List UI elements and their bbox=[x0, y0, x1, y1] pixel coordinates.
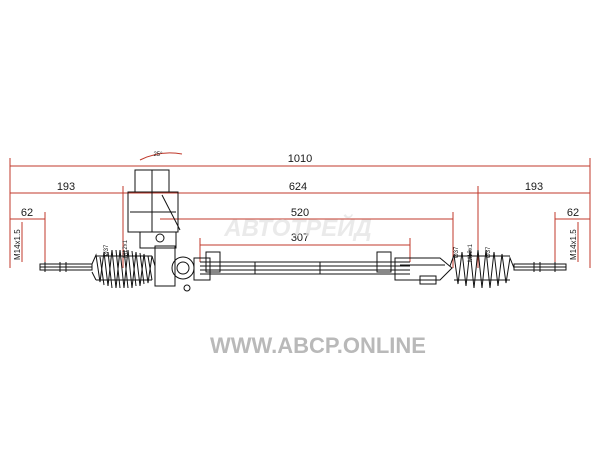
right-boot bbox=[449, 249, 515, 289]
dim-left-offset: 193 bbox=[57, 181, 75, 193]
main-tube bbox=[200, 251, 453, 285]
thread-left-label: M14x1.5 bbox=[13, 229, 22, 260]
boot-left-dia-label: Ø37 bbox=[104, 244, 110, 256]
site-watermark: WWW.ABCP.ONLINE bbox=[210, 333, 426, 358]
dim-overall: 1010 bbox=[288, 153, 312, 165]
dim-rack-travel: 624 bbox=[289, 181, 307, 193]
dim-tube: 307 bbox=[291, 232, 309, 244]
dim-left-end: 62 bbox=[21, 207, 33, 219]
dim-right-offset: 193 bbox=[525, 181, 543, 193]
steering-rack bbox=[39, 169, 567, 292]
dim-right-end: 62 bbox=[567, 207, 579, 219]
inner-thread-right-label: M12x1 bbox=[468, 243, 474, 262]
boot-right-dia-2-label: Ø37 bbox=[486, 246, 492, 258]
left-boot bbox=[91, 249, 156, 289]
dim-angle: 25° bbox=[153, 152, 163, 158]
thread-right-label: M14x1.5 bbox=[569, 229, 578, 260]
boot-right-dia-1-label: Ø37 bbox=[454, 246, 460, 258]
dim-housing: 520 bbox=[291, 207, 309, 219]
left-tie-rod bbox=[39, 262, 93, 272]
logo-watermark: АВТОТРЕЙД bbox=[223, 213, 371, 242]
right-tie-rod bbox=[513, 262, 567, 272]
pinion-valve-housing bbox=[127, 169, 211, 292]
inner-thread-left-label: M12x1 bbox=[123, 239, 129, 258]
